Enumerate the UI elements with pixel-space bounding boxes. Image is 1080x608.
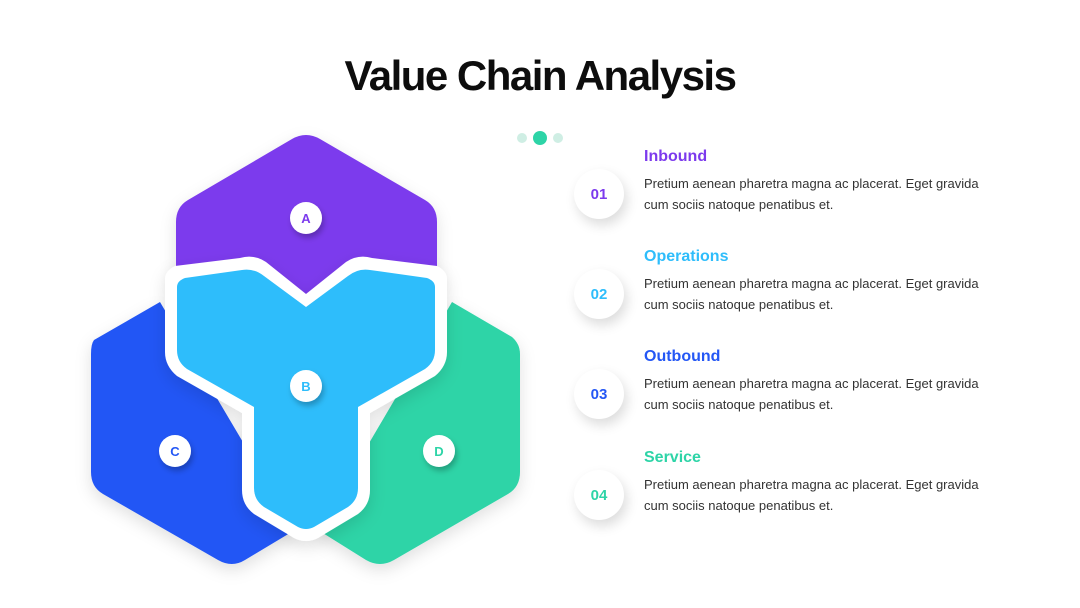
step-number: 02 [590,285,608,303]
segment-b-badge: B [290,370,322,402]
pagination-dot [553,133,563,143]
item-title: Inbound [644,148,708,165]
page-title: Value Chain Analysis [344,52,737,99]
item-description: Pretium aenean pharetra magna ac placera… [644,477,979,513]
pagination-dot-active [533,131,547,145]
segment-d-badge: D [423,435,455,467]
list-item-operations: 02 Operations Pretium aenean pharetra ma… [574,248,994,349]
pagination-dot [517,133,527,143]
segment-b-letter: B [301,379,310,394]
item-description: Pretium aenean pharetra magna ac placera… [644,176,979,212]
segment-a-letter: A [301,211,311,226]
list-item-outbound: 03 Outbound Pretium aenean pharetra magn… [574,348,994,449]
item-description: Pretium aenean pharetra magna ac placera… [644,376,979,412]
step-number-badge: 04 [574,470,624,520]
step-number: 01 [590,185,608,203]
item-description: Pretium aenean pharetra magna ac placera… [644,276,979,312]
segment-c-letter: C [170,444,180,459]
step-number-badge: 01 [574,169,624,219]
segment-c-badge: C [159,435,191,467]
step-number: 04 [590,486,608,504]
step-number-badge: 02 [574,269,624,319]
list-item-inbound: 01 Inbound Pretium aenean pharetra magna… [574,148,994,249]
item-title: Service [644,449,701,466]
step-number: 03 [590,385,608,403]
segment-d-letter: D [434,444,443,459]
list-item-service: 04 Service Pretium aenean pharetra magna… [574,449,994,550]
step-number-badge: 03 [574,369,624,419]
item-title: Operations [644,248,729,265]
segment-a-badge: A [290,202,322,234]
item-title: Outbound [644,348,721,365]
